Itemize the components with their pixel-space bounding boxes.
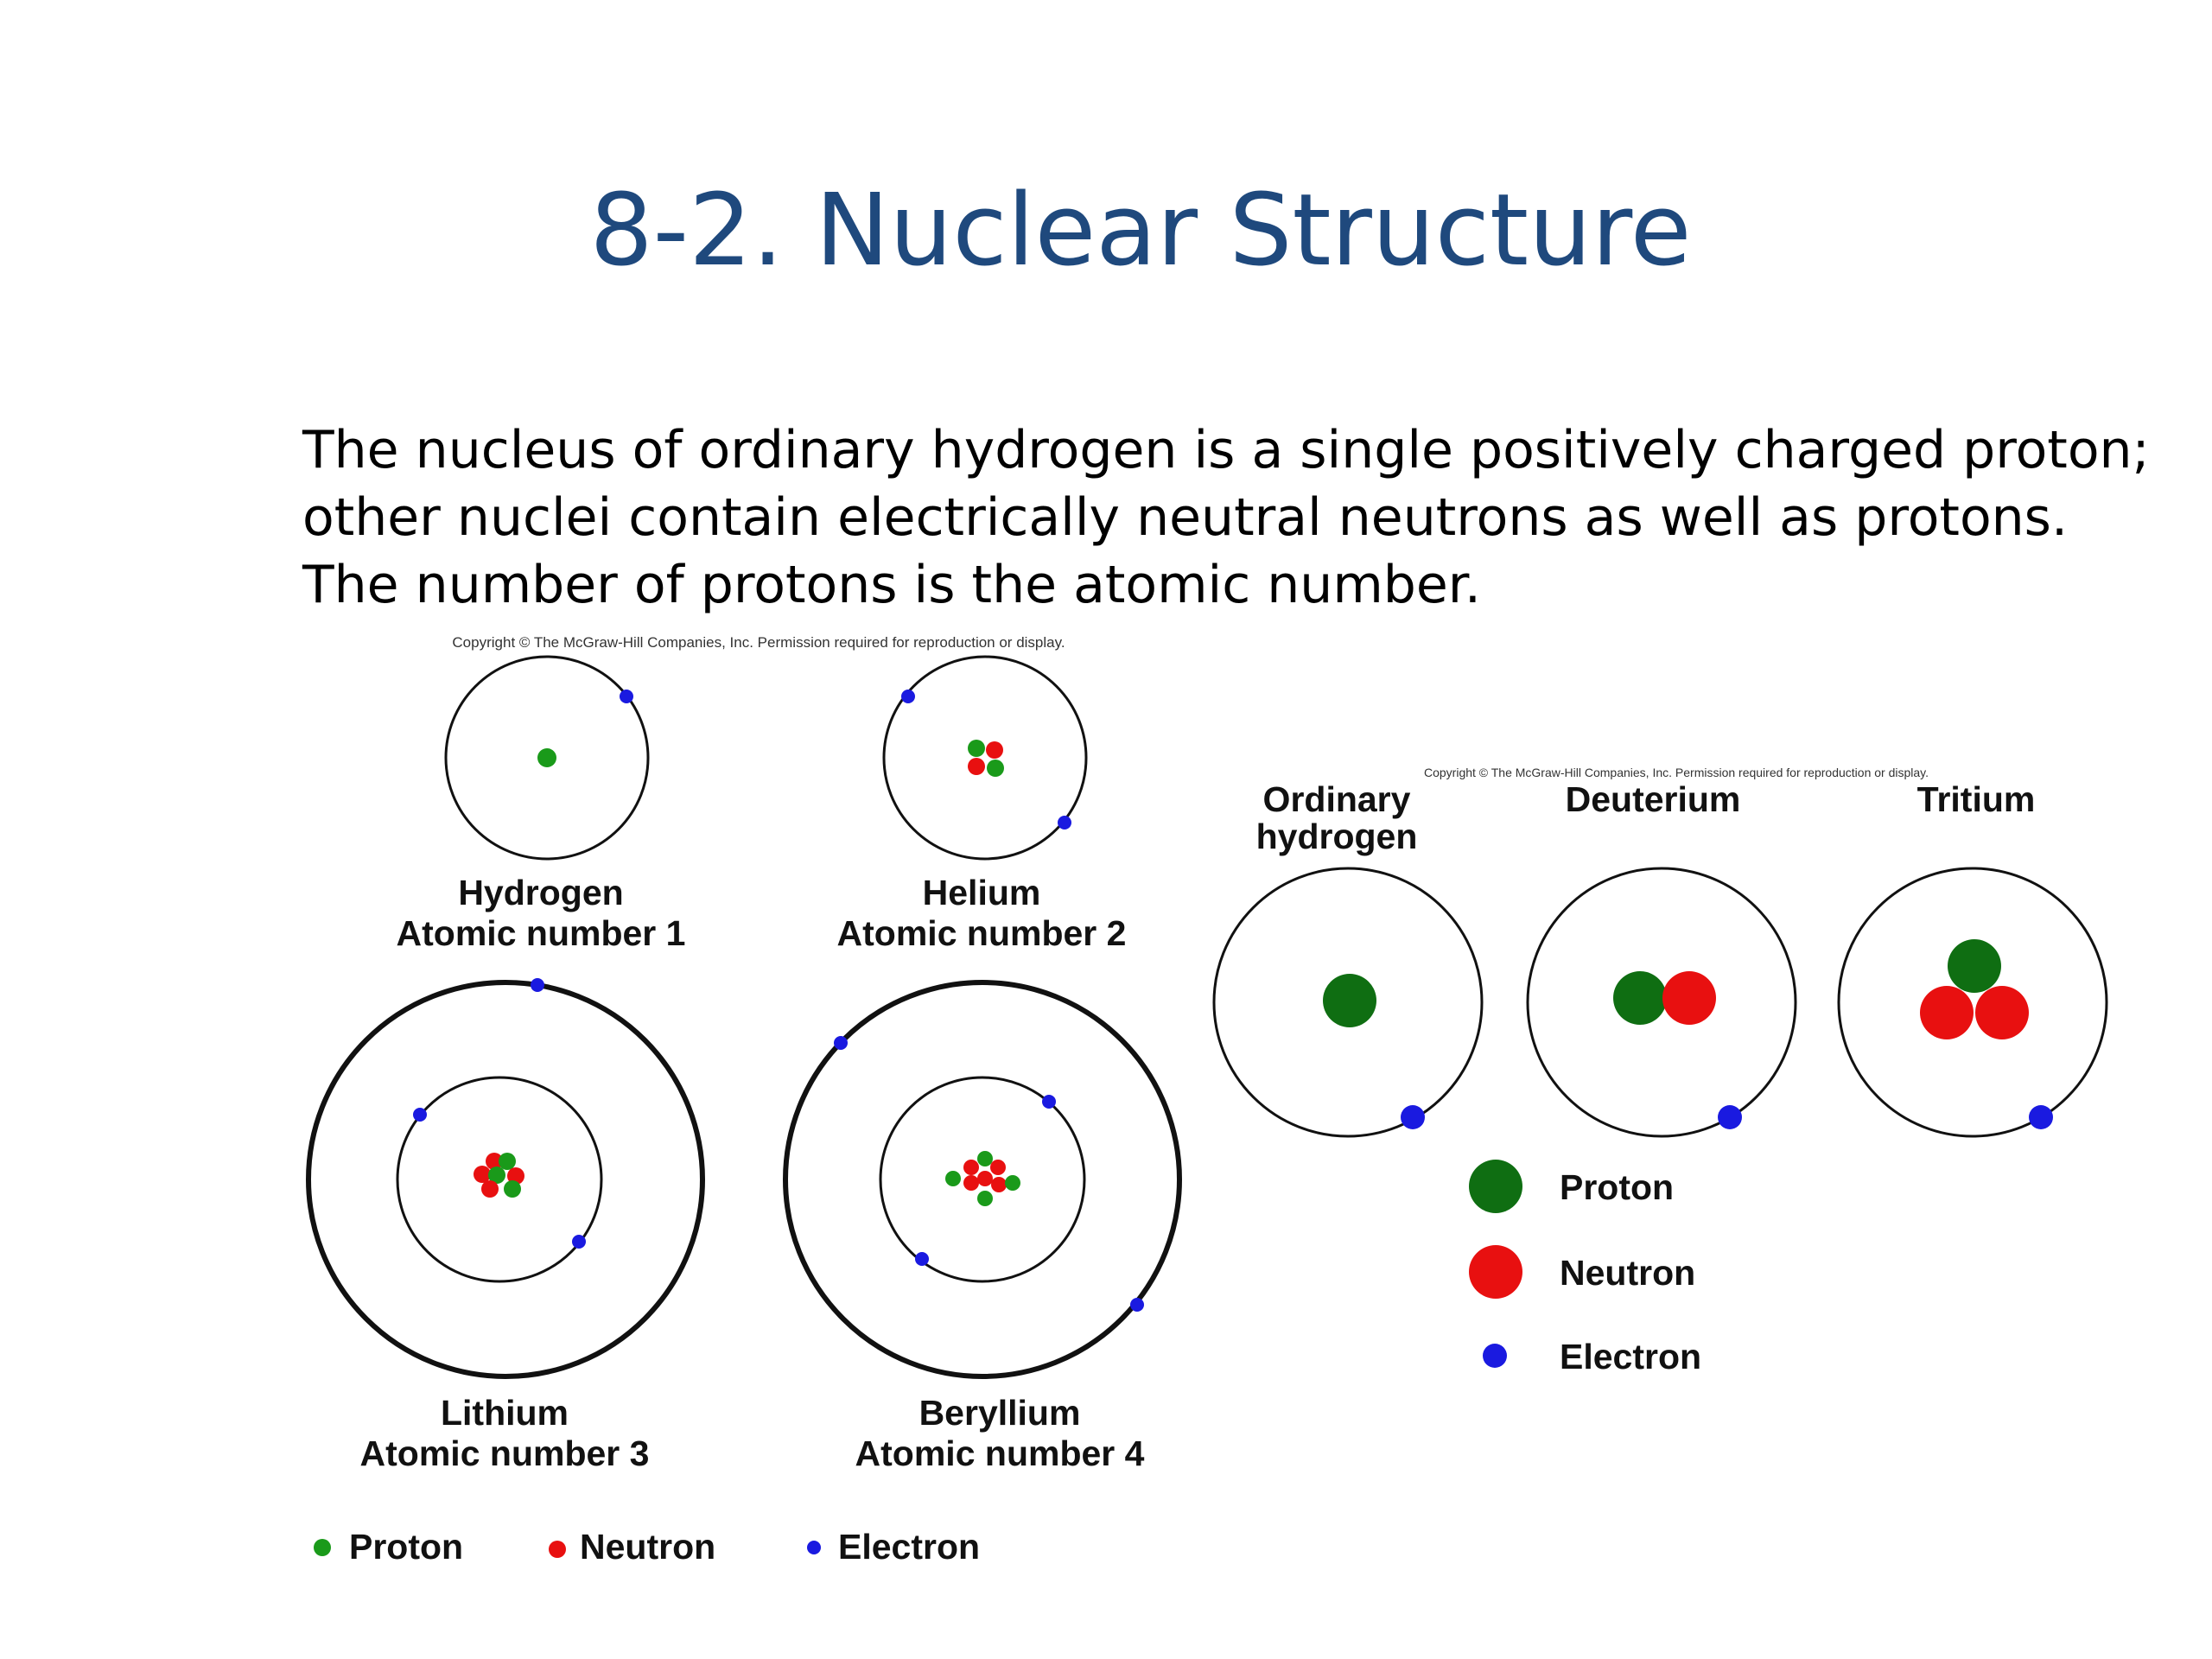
neutron [481, 1180, 499, 1198]
neutron [1975, 986, 2029, 1039]
proton [1323, 974, 1376, 1027]
neutron [1920, 986, 1974, 1039]
legend-proton-label: Proton [1560, 1167, 1674, 1207]
neutron [977, 1171, 993, 1186]
legend-neutron-dot [549, 1541, 566, 1558]
helium-name: Helium [923, 873, 1041, 912]
neutron [507, 1167, 524, 1185]
orbit [444, 655, 650, 861]
lithium-caption: Atomic number 3 [360, 1433, 650, 1473]
hydrogen-atom [444, 655, 650, 861]
electron [1042, 1095, 1056, 1109]
body-line-1: The nucleus of ordinary hydrogen is a si… [302, 420, 2150, 480]
hydrogen-caption: Atomic number 1 [397, 913, 686, 953]
electron [1718, 1105, 1742, 1129]
outer-orbit [783, 980, 1182, 1379]
electron [572, 1235, 586, 1249]
electron [1130, 1298, 1144, 1312]
proton [1613, 971, 1667, 1025]
outer-orbit [306, 980, 705, 1379]
legend-electron-dot [807, 1541, 821, 1554]
lithium-name: Lithium [441, 1393, 569, 1433]
legend-proton-dot [314, 1539, 331, 1556]
electron [1401, 1105, 1425, 1129]
electron [620, 690, 633, 703]
ordinary-hydrogen-label-1: Ordinary [1263, 779, 1411, 819]
electron [915, 1252, 929, 1266]
deuterium-label: Deuterium [1566, 779, 1741, 819]
neutron [474, 1166, 491, 1183]
proton [499, 1153, 516, 1170]
beryllium-atom [783, 980, 1182, 1379]
left-copyright: Copyright © The McGraw-Hill Companies, I… [452, 634, 1065, 651]
proton [1948, 939, 2001, 993]
orbit [1837, 867, 2108, 1138]
electron [834, 1036, 848, 1050]
left-legend: Proton Neutron Electron [314, 1527, 980, 1567]
legend-electron-label: Electron [1560, 1337, 1701, 1376]
neutron [963, 1175, 979, 1191]
legend-proton-label: Proton [349, 1527, 463, 1567]
legend-neutron-label: Neutron [580, 1527, 715, 1567]
legend-proton-dot [1469, 1160, 1522, 1213]
orbit [1526, 867, 1797, 1138]
right-legend: Proton Neutron Electron [1469, 1160, 1701, 1376]
proton [945, 1171, 961, 1186]
proton [504, 1180, 521, 1198]
electron [1058, 816, 1071, 830]
tritium-label: Tritium [1917, 779, 2036, 819]
neutron [1662, 971, 1716, 1025]
orbit [1212, 867, 1484, 1138]
lithium-atom [306, 978, 705, 1379]
neutron [968, 758, 985, 775]
deuterium-atom [1526, 867, 1797, 1138]
proton [1005, 1175, 1020, 1191]
neutron [990, 1160, 1006, 1175]
ordinary-hydrogen-label-2: hydrogen [1256, 817, 1418, 856]
electron [531, 978, 544, 992]
proton [488, 1166, 505, 1184]
legend-electron-label: Electron [838, 1527, 980, 1567]
electron [2029, 1105, 2053, 1129]
body-line-3: The number of protons is the atomic numb… [302, 555, 1482, 615]
proton [968, 740, 985, 757]
helium-caption: Atomic number 2 [837, 913, 1127, 953]
right-copyright: Copyright © The McGraw-Hill Companies, I… [1424, 766, 1929, 779]
hydrogen-name: Hydrogen [458, 873, 623, 912]
orbit [882, 655, 1088, 861]
legend-neutron-label: Neutron [1560, 1253, 1695, 1293]
proton [537, 748, 556, 767]
inner-orbit [879, 1076, 1086, 1283]
proton [977, 1151, 993, 1166]
slide-title: 8-2. Nuclear Structure [589, 173, 1692, 289]
ordinary-hydrogen-atom [1212, 867, 1484, 1138]
neutron [486, 1153, 503, 1170]
electron [901, 690, 915, 703]
beryllium-caption: Atomic number 4 [855, 1433, 1145, 1473]
proton [987, 760, 1004, 777]
proton [977, 1191, 993, 1206]
helium-atom [882, 655, 1088, 861]
inner-orbit [396, 1076, 603, 1283]
legend-electron-dot [1483, 1344, 1507, 1368]
tritium-atom [1837, 867, 2108, 1138]
neutron [991, 1177, 1007, 1192]
neutron [986, 741, 1003, 759]
body-line-2: other nuclei contain electrically neutra… [302, 487, 2069, 548]
legend-neutron-dot [1469, 1245, 1522, 1299]
neutron [963, 1160, 979, 1175]
beryllium-name: Beryllium [919, 1393, 1081, 1433]
slide-body: The nucleus of ordinary hydrogen is a si… [302, 416, 2150, 619]
electron [413, 1108, 427, 1122]
